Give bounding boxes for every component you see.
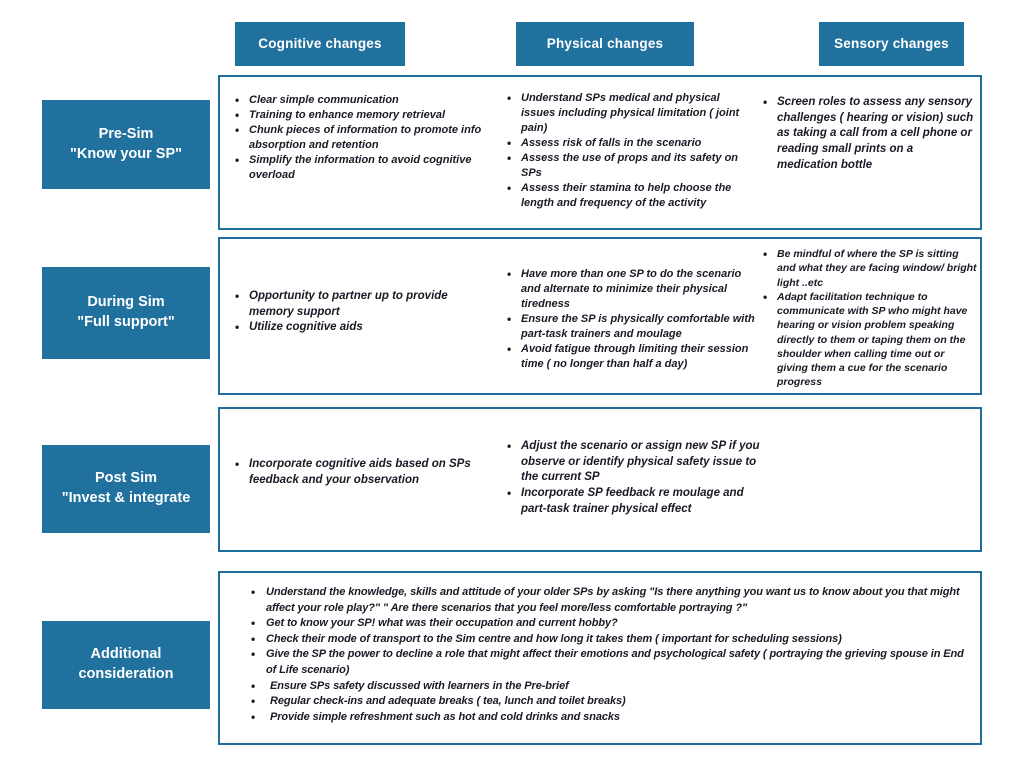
cell-during-sim-cognitive: Opportunity to partner up to provide mem…: [232, 288, 482, 336]
bullet-list: Adjust the scenario or assign new SP if …: [504, 438, 762, 517]
row-label-line2: "Full support": [77, 314, 175, 330]
row-label-line2: consideration: [78, 666, 174, 682]
column-header-sensory: Sensory changes: [819, 22, 964, 66]
row-label-during-sim: During Sim "Full support": [42, 267, 210, 359]
bullet-item: Avoid fatigue through limiting their ses…: [504, 341, 756, 372]
bullet-item: Get to know your SP! what was their occu…: [248, 615, 964, 632]
content-row-during-sim: Opportunity to partner up to provide mem…: [218, 237, 982, 395]
row-label-line1: Post Sim: [94, 470, 158, 487]
bullet-item: Regular check-ins and adequate breaks ( …: [248, 693, 964, 710]
bullet-list: Have more than one SP to do the scenario…: [504, 266, 756, 372]
bullet-item: Incorporate SP feedback re moulage and p…: [504, 485, 762, 517]
content-row-pre-sim: Clear simple communication Training to e…: [218, 75, 982, 230]
content-row-post-sim: Incorporate cognitive aids based on SPs …: [218, 407, 982, 552]
row-label-line2: "Know your SP": [69, 145, 183, 162]
row-label-line2: "Invest & integrate: [61, 490, 191, 506]
bullet-list: Understand SPs medical and physical issu…: [504, 90, 756, 211]
cell-additional-consideration: Understand the knowledge, skills and att…: [248, 584, 964, 726]
content-row-additional-consideration: Understand the knowledge, skills and att…: [218, 571, 982, 745]
bullet-item: Be mindful of where the SP is sitting an…: [760, 246, 978, 290]
bullet-item: Understand the knowledge, skills and att…: [248, 584, 964, 616]
column-header-label: Sensory changes: [834, 35, 949, 51]
bullet-item: Ensure the SP is physically comfortable …: [504, 311, 756, 342]
bullet-item: Understand SPs medical and physical issu…: [504, 90, 756, 136]
bullet-item: Screen roles to assess any sensory chall…: [760, 94, 974, 173]
bullet-list: Understand the knowledge, skills and att…: [248, 584, 964, 726]
bullet-list: Opportunity to partner up to provide mem…: [232, 288, 482, 336]
cell-during-sim-sensory: Be mindful of where the SP is sitting an…: [760, 246, 978, 390]
bullet-item: Chunk pieces of information to promote i…: [232, 122, 482, 153]
column-header-cognitive: Cognitive changes: [235, 22, 405, 66]
cell-post-sim-cognitive: Incorporate cognitive aids based on SPs …: [232, 456, 482, 488]
bullet-item: Adapt facilitation technique to communic…: [760, 289, 978, 390]
cell-pre-sim-sensory: Screen roles to assess any sensory chall…: [760, 94, 974, 173]
cell-during-sim-physical: Have more than one SP to do the scenario…: [504, 266, 756, 372]
bullet-item: Assess risk of falls in the scenario: [504, 135, 756, 151]
column-header-label: Cognitive changes: [258, 35, 382, 51]
cell-pre-sim-physical: Understand SPs medical and physical issu…: [504, 90, 756, 211]
bullet-list: Be mindful of where the SP is sitting an…: [760, 246, 978, 390]
bullet-item: Incorporate cognitive aids based on SPs …: [232, 456, 482, 488]
bullet-item: Have more than one SP to do the scenario…: [504, 266, 756, 312]
bullet-item: Give the SP the power to decline a role …: [248, 646, 964, 678]
bullet-item: Utilize cognitive aids: [232, 319, 482, 336]
bullet-item: Assess their stamina to help choose the …: [504, 180, 756, 211]
bullet-item: Assess the use of props and its safety o…: [504, 150, 756, 181]
column-header-label: Physical changes: [546, 35, 664, 51]
bullet-item: Ensure SPs safety discussed with learner…: [248, 678, 964, 695]
bullet-item: Provide simple refreshment such as hot a…: [248, 709, 964, 726]
row-label-line1: Additional: [90, 646, 162, 663]
bullet-list: Clear simple communication Training to e…: [232, 92, 482, 183]
row-label-additional-consideration: Additional consideration: [42, 621, 210, 709]
cell-post-sim-physical: Adjust the scenario or assign new SP if …: [504, 438, 762, 517]
row-label-pre-sim: Pre-Sim "Know your SP": [42, 100, 210, 189]
bullet-item: Clear simple communication: [232, 92, 482, 108]
bullet-item: Simplify the information to avoid cognit…: [232, 152, 482, 183]
bullet-list: Incorporate cognitive aids based on SPs …: [232, 456, 482, 488]
bullet-item: Adjust the scenario or assign new SP if …: [504, 438, 762, 486]
row-label-line1: During Sim: [87, 294, 165, 311]
cell-pre-sim-cognitive: Clear simple communication Training to e…: [232, 92, 482, 183]
row-label-line1: Pre-Sim: [98, 125, 154, 142]
column-header-physical: Physical changes: [516, 22, 694, 66]
bullet-item: Training to enhance memory retrieval: [232, 107, 482, 123]
bullet-item: Check their mode of transport to the Sim…: [248, 631, 964, 648]
row-label-post-sim: Post Sim "Invest & integrate: [42, 445, 210, 533]
bullet-item: Opportunity to partner up to provide mem…: [232, 288, 482, 320]
bullet-list: Screen roles to assess any sensory chall…: [760, 94, 974, 173]
